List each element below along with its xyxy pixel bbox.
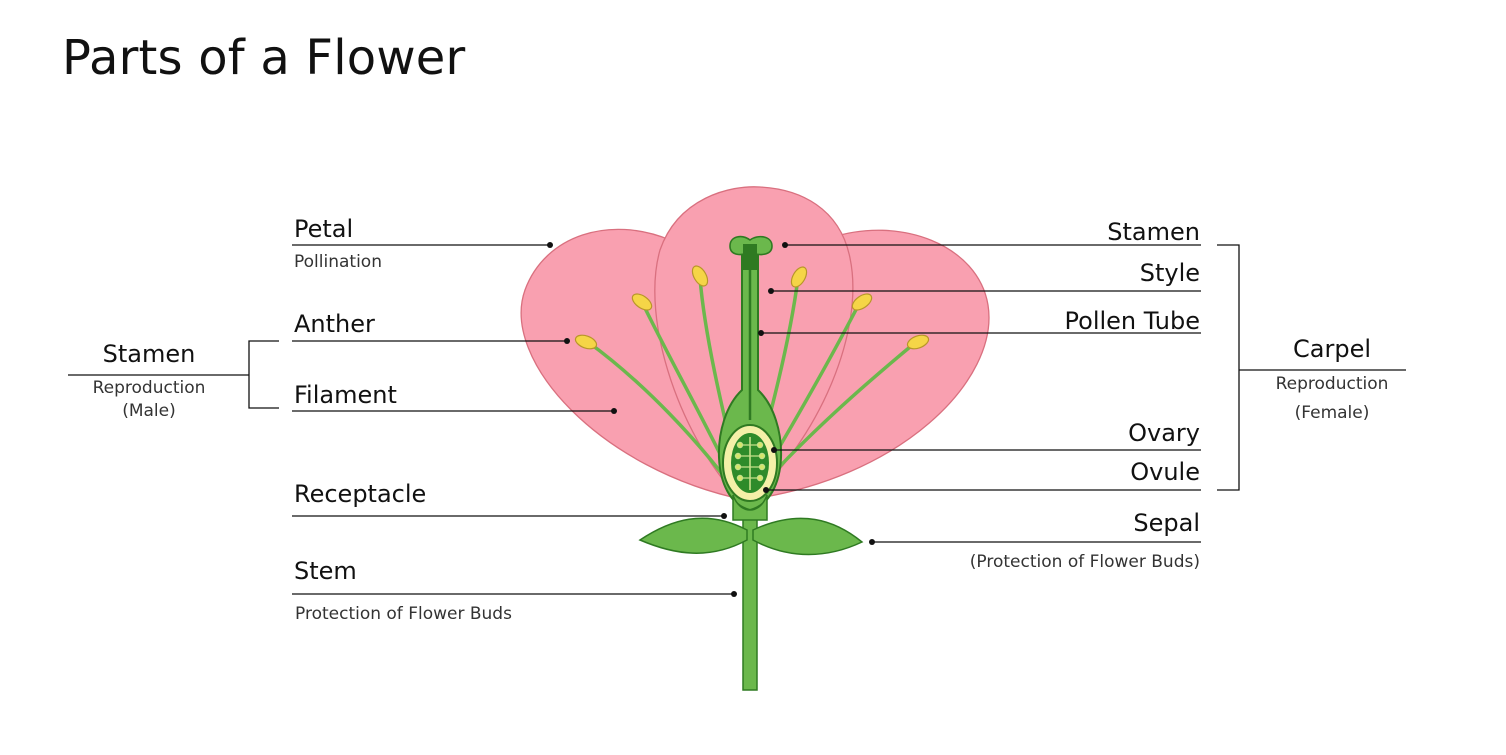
right-annotations: Stamen Style Pollen Tube Ovary Ovule Car… [758,218,1406,572]
label-stamen-left-sub2: (Male) [122,401,176,421]
label-carpel-sub1: Reproduction [1276,374,1389,394]
label-petal: Petal [294,215,353,243]
label-style: Style [1140,259,1200,287]
label-stamen-right: Stamen [1107,218,1200,246]
label-carpel: Carpel [1293,335,1371,363]
left-annotations: Petal Pollination Anther Filament Stamen… [68,215,737,624]
ovules [734,441,766,482]
label-stamen-left-sub1: Reproduction [93,378,206,398]
label-stem-sub: Protection of Flower Buds [295,604,512,624]
label-receptacle: Receptacle [294,480,426,508]
label-ovule: Ovule [1130,458,1200,486]
receptacle-shape [732,494,768,521]
label-sepal: Sepal [1133,509,1200,537]
label-carpel-sub2: (Female) [1295,403,1370,423]
page-title: Parts of a Flower [62,30,466,86]
label-filament: Filament [294,381,397,409]
flower-illustration [520,186,990,691]
label-pollen-tube: Pollen Tube [1065,307,1200,335]
label-ovary: Ovary [1128,419,1200,447]
label-stem: Stem [294,557,357,585]
label-stamen-left: Stamen [103,340,196,368]
label-anther: Anther [294,310,375,338]
label-sepal-sub: (Protection of Flower Buds) [970,552,1200,572]
sepal-left-shape [638,517,748,554]
sepal-right-shape [752,517,864,556]
anthers [574,265,930,350]
label-petal-sub: Pollination [294,252,382,272]
